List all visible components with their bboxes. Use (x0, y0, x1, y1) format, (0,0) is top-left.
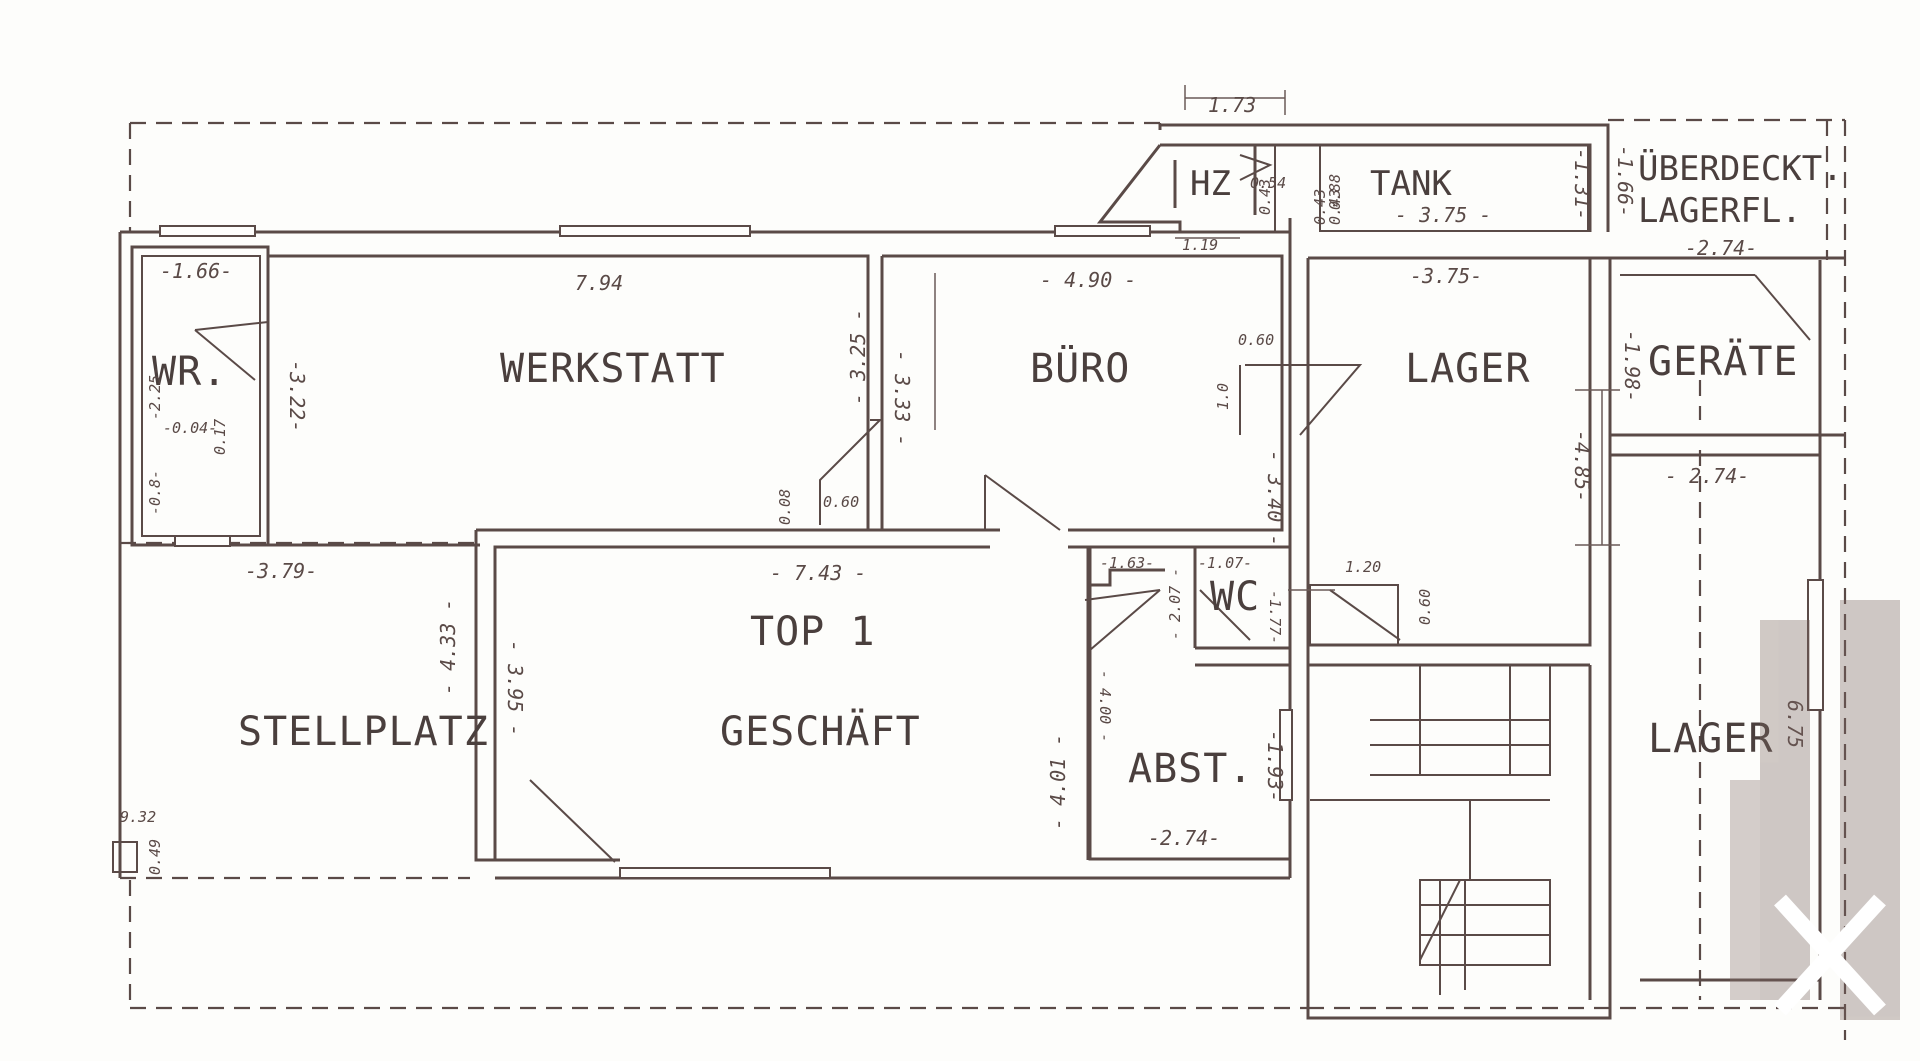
dim-buero-10: 1.0 (1214, 383, 1232, 410)
dim-hz-054: 0.54 (1250, 174, 1286, 192)
dim-tank-043b: 0.43 (1311, 189, 1329, 225)
dim-top-173: 1.73 (1208, 93, 1256, 117)
dim-top-743: - 7.43 - (770, 561, 866, 585)
dim-stp-433: - 4.33 - (436, 599, 460, 695)
dim-gesch-401: - 4.01 - (1046, 734, 1070, 830)
dim-werk-333: - 3.33 - (890, 350, 914, 446)
dim-abst-163: -1.63- (1100, 554, 1154, 572)
room-labels: WERKSTATT BÜRO LAGER WR. TOP 1 GESCHÄFT … (152, 148, 1843, 792)
room-label-hz: HZ (1190, 164, 1231, 204)
dim-lager2-675: 6.75 (1783, 700, 1807, 748)
outer-boundary (120, 118, 1847, 1040)
dim-hz-119: 1.19 (1182, 236, 1218, 254)
dim-werk-008: 0.08 (776, 489, 794, 525)
dim-wc-177: -1.77- (1266, 590, 1284, 644)
room-label-stellplatz: STELLPLATZ (238, 709, 489, 755)
dim-top-379: -3.79- (245, 559, 317, 583)
dim-wr-322: -3.22- (285, 360, 309, 432)
dim-buero-340: - 3.40 - (1263, 450, 1287, 546)
dim-stair-060: 0.60 (1416, 589, 1434, 625)
dim-tank-088: 0.88 (1326, 174, 1344, 210)
dim-werk-060: 0.60 (823, 493, 859, 511)
dim-hz-043: 0.43 (1256, 179, 1274, 215)
staircase (1309, 584, 1551, 995)
room-label-tank: TANK (1370, 164, 1452, 204)
dim-gesch-400: - 4.00 - (1096, 670, 1114, 742)
cross-mark (1774, 894, 1886, 1016)
dim-wr-225: -2.25- (146, 366, 164, 420)
room-label-buero: BÜRO (1030, 344, 1130, 392)
dim-tank-375: - 3.75 - (1395, 203, 1491, 227)
dim-werk-325: - 3.25 - (846, 309, 870, 405)
dim-lager-485: -4.85- (1570, 430, 1594, 502)
dim-buero-490: - 4.90 - (1040, 268, 1136, 292)
room-label-lager-top: LAGER (1405, 346, 1530, 392)
dim-stp-049: 0.49 (146, 839, 164, 875)
dim-stp-932: 9.32 (120, 808, 156, 826)
windows (159, 225, 1824, 879)
dim-buero-060: 0.60 (1238, 331, 1274, 349)
room-label-geraete: GERÄTE (1648, 337, 1799, 385)
dim-lager2-274: - 2.74- (1665, 464, 1749, 488)
dim-ueb-274: -2.74- (1685, 236, 1757, 260)
dim-geraete-198: -1.98- (1620, 330, 1644, 402)
room-label-abst: ABST. (1128, 746, 1253, 792)
doors (194, 274, 1811, 863)
room-label-wr: WR. (152, 349, 227, 395)
tank-annex (1096, 123, 1610, 232)
dim-stair-120: 1.20 (1345, 558, 1381, 576)
dim-wr-004: -0.04- (163, 419, 217, 437)
dim-stp-395: - 3.95 - (503, 640, 527, 736)
room-label-wc: WC (1210, 574, 1260, 620)
room-label-lager-right: LAGER (1648, 716, 1773, 762)
room-label-top1: TOP 1 (750, 609, 875, 655)
dim-wc-107: -1.07- (1198, 554, 1252, 572)
dim-wr-166: -1.66- (160, 259, 232, 283)
dim-ueb-166: -1.66- (1613, 145, 1637, 217)
dim-wr-08: -0.8- (146, 470, 164, 515)
scan-shading (1730, 600, 1900, 1020)
dim-lager-375: -3.75- (1410, 264, 1482, 288)
dim-abst-193: -1.93- (1263, 730, 1287, 802)
dim-tank-131: -1.31- (1570, 148, 1594, 220)
dimension-labels: 1.73 - 3.75 - -1.31- 0.88 0.43 0.43 0.43… (120, 93, 1807, 875)
dim-abst-274: -2.74- (1148, 826, 1220, 850)
room-label-geschaeft: GESCHÄFT (720, 707, 921, 755)
room-label-lagerfl: LAGERFL. (1638, 191, 1802, 231)
room-label-werkstatt: WERKSTATT (500, 346, 726, 392)
building-walls (118, 218, 1845, 1020)
dim-wc-207: - 2.07 - (1166, 568, 1184, 640)
dim-wr-017: 0.17 (211, 419, 229, 455)
dim-tank-043a: 0.43 (1326, 189, 1344, 225)
room-label-ueberdeckt: ÜBERDECKT. (1638, 148, 1843, 189)
misc-marks (112, 85, 1620, 873)
dim-werk-794: 7.94 (575, 271, 623, 295)
